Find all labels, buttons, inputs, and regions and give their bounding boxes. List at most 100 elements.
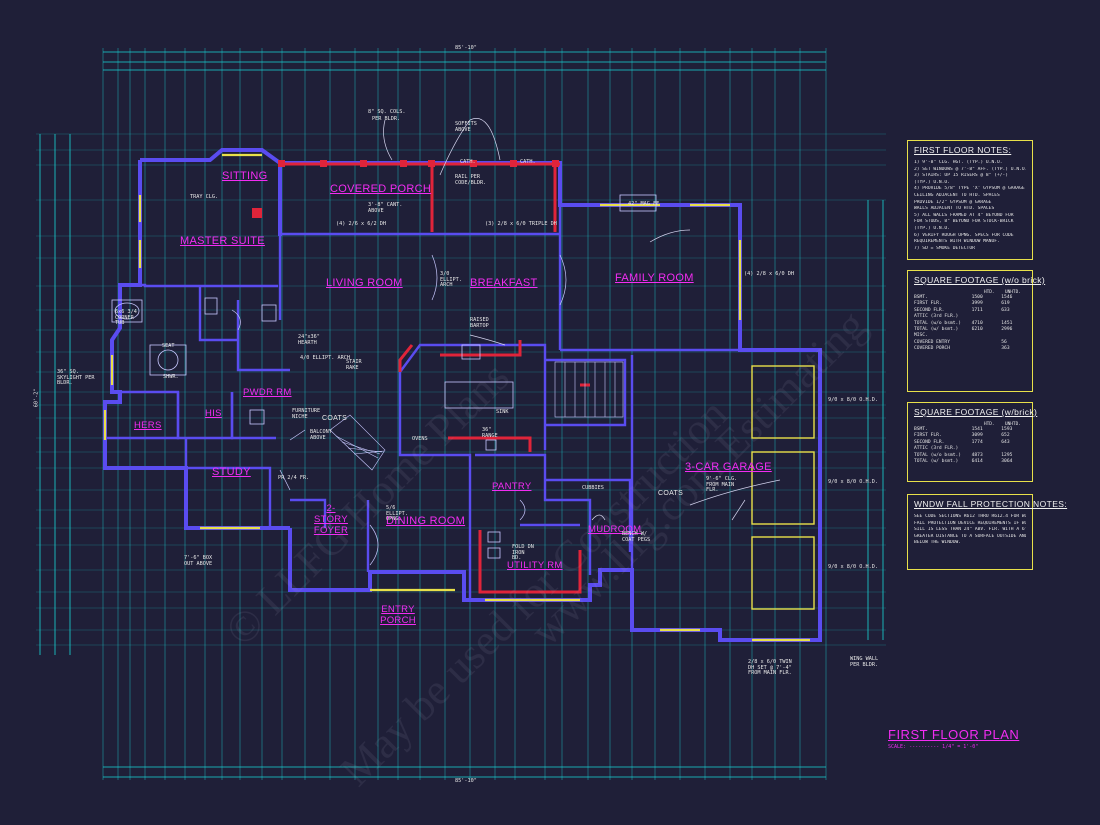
room-label-hers: HERS: [134, 420, 162, 431]
stairs: [329, 361, 624, 471]
note-line: 4) PROVIDE 5/8" TYPE 'X' GYPSUM @ GARAGE: [914, 186, 1025, 192]
window-fall-protection-title: WNDW FALL PROTECTION NOTES:: [914, 499, 1068, 509]
room-label-mudroom: MUDROOM: [588, 524, 642, 535]
overall-dimension-bottom: 85'-10": [455, 778, 477, 784]
room-label-dining-room: DINING ROOM: [386, 515, 466, 527]
table-cell: ATTIC (3rd FLR.): [914, 446, 959, 452]
note-line: 5) ALL WALLS FRAMED AT 4" BEYOND FOR: [914, 212, 1014, 218]
table-cell: COVERED ENTRY: [914, 339, 950, 345]
table-cell: BSMT.: [914, 295, 928, 300]
callout-raised-bartop: RAISED BARTOP: [470, 317, 489, 329]
note-line: SEE CODE SECTIONS R612 THRU R612.4 FOR W…: [914, 514, 1026, 519]
room-label-his: HIS: [205, 408, 222, 419]
table-cell: 56: [1001, 339, 1007, 345]
table-cell: 1500: [971, 295, 983, 300]
note-line: SILL IS LESS THAN 24" ABV. FLR. WITH A 6…: [914, 527, 1026, 533]
square-footage-brick-header: HTD. UNHTD.: [914, 422, 1026, 427]
callout-front-window: 2/8 x 6/0 TWIN DH SET @ 7'-4" FROM MAIN …: [748, 659, 792, 677]
dimension-lines: [39, 51, 884, 778]
table-row: ATTIC (3rd FLR.): [914, 446, 1026, 452]
room-label-powder-room: PWDR RM: [243, 387, 292, 398]
plan-title: FIRST FLOOR PLAN: [888, 727, 1020, 742]
room-label-entry-porch: ENTRY PORCH: [380, 604, 416, 626]
first-floor-notes-title: FIRST FLOOR NOTES:: [914, 145, 1012, 155]
callout-skylight: 36" SQ. SKYLIGHT PER BLDR.: [57, 369, 95, 387]
callout-range: 36" RANGE: [482, 427, 498, 439]
table-cell: ATTIC (3rd FLR.): [914, 314, 959, 320]
table-cell: TOTAL (w/o bsmt.): [914, 452, 962, 458]
note-line: (TYP.) U.N.O.: [914, 225, 950, 231]
callout-cath: CATH.: [460, 159, 476, 165]
room-label-two-story-foyer: 2-STORY FOYER: [313, 503, 349, 536]
table-cell: 652: [1001, 433, 1010, 439]
callout-cath: CATH.: [520, 159, 536, 165]
room-label-covered-porch: COVERED PORCH: [330, 183, 432, 195]
table-cell: 643: [1001, 439, 1010, 445]
first-floor-notes-list: 1) 9'-8" CLG. HGT. (TYP.) U.N.O.2) SET W…: [914, 160, 1026, 252]
table-cell: MISC.: [914, 333, 928, 339]
note-line: WALLS ADJACENT TO HTD. SPACES: [914, 206, 995, 212]
callout-hearth: 24"x36" HEARTH: [298, 334, 320, 346]
table-row: ATTIC (3rd FLR.): [914, 314, 1026, 320]
table-row: BSMT. 1500 1546: [914, 295, 1026, 301]
table-cell: COVERED PORCH: [914, 346, 950, 352]
fixtures: [111, 194, 657, 559]
callout-sink: SINK: [496, 409, 509, 415]
table-cell: TOTAL (w/o bsmt.): [914, 320, 962, 326]
note-line: CEILING ADJACENT TO HTD. SPACES: [914, 192, 1000, 198]
table-cell: TOTAL (w/ bsmt.): [914, 459, 959, 465]
callout-rail: RAIL PER CODE/BLDR.: [455, 174, 487, 186]
callout-mag-ff: 42" MAG FF: [628, 201, 660, 207]
callout-box-out: 7'-6" BOX OUT ABOVE: [184, 555, 213, 567]
table-cell: 1295: [1001, 452, 1013, 458]
room-label-living-room: LIVING ROOM: [326, 277, 403, 289]
note-line: 1) 9'-8" CLG. HGT. (TYP.) U.N.O.: [914, 160, 1003, 165]
table-cell: TOTAL (w/ bsmt.): [914, 327, 959, 333]
square-footage-brick-title: SQUARE FOOTAGE (w/brick): [914, 407, 1038, 417]
callout-furniture-niche: FURNITURE NICHE: [292, 408, 321, 420]
room-label-sitting: SITTING: [222, 170, 268, 182]
callout-garage-door: 9/0 x 8/0 O.H.D.: [828, 479, 878, 485]
callout-window-dh: (4) 2/6 x 6/2 DH: [336, 221, 386, 227]
column-squares: [252, 160, 559, 218]
interior-walls: [105, 205, 740, 630]
table-cell: SECOND FLR.: [914, 307, 945, 313]
note-line: (TYP.) U.N.O.: [914, 179, 950, 185]
square-footage-panel: SQUARE FOOTAGE (w/o brick) HTD. UNHTD. B…: [907, 270, 1045, 392]
table-cell: 6414: [971, 459, 983, 465]
callout-soffits: SOFFITS ABOVE: [455, 121, 477, 133]
note-line: BELOW THE WINDOW.: [914, 540, 962, 546]
overall-depth: 60'-2": [33, 388, 40, 408]
table-cell: [972, 346, 1002, 352]
callout-balcony-above: BALCONY ABOVE: [310, 429, 332, 441]
callout-ovens: OVENS: [412, 436, 428, 442]
room-label-coats: COATS: [322, 415, 348, 422]
door-swings: [231, 254, 567, 566]
column-header: HTD.: [984, 422, 995, 427]
table-cell: BSMT.: [914, 427, 928, 432]
table-row: TOTAL (w/o bsmt.) 4873 1295: [914, 453, 1026, 459]
leader-lines: [383, 118, 781, 521]
table-cell: 2996: [1001, 327, 1013, 333]
callout-cant-above: 3'-8" CANT. ABOVE: [368, 202, 403, 214]
callout-bench: BENCH W/ COAT PEGS: [622, 531, 651, 543]
note-line: GREATER DISTANCE TO A SURFACE OUTSIDE AN…: [914, 533, 1026, 539]
callout-wing-wall: WING WALL PER BLDR.: [850, 656, 879, 668]
callout-garage-ceiling: 9'-6" CLG. FROM MAIN FLR.: [706, 476, 738, 494]
table-cell: 4873: [971, 452, 983, 458]
callout-garage-door: 9/0 x 8/0 O.H.D.: [828, 564, 878, 570]
square-footage-brick-panel: SQUARE FOOTAGE (w/brick) HTD. UNHTD. BSM…: [907, 402, 1038, 482]
table-cell: 1546: [1001, 295, 1013, 300]
room-label-study: STUDY: [212, 466, 251, 478]
table-cell: 619: [1001, 301, 1010, 307]
callout-ellipt-arch: 3/0 ELLIPT. ARCH: [440, 271, 462, 289]
